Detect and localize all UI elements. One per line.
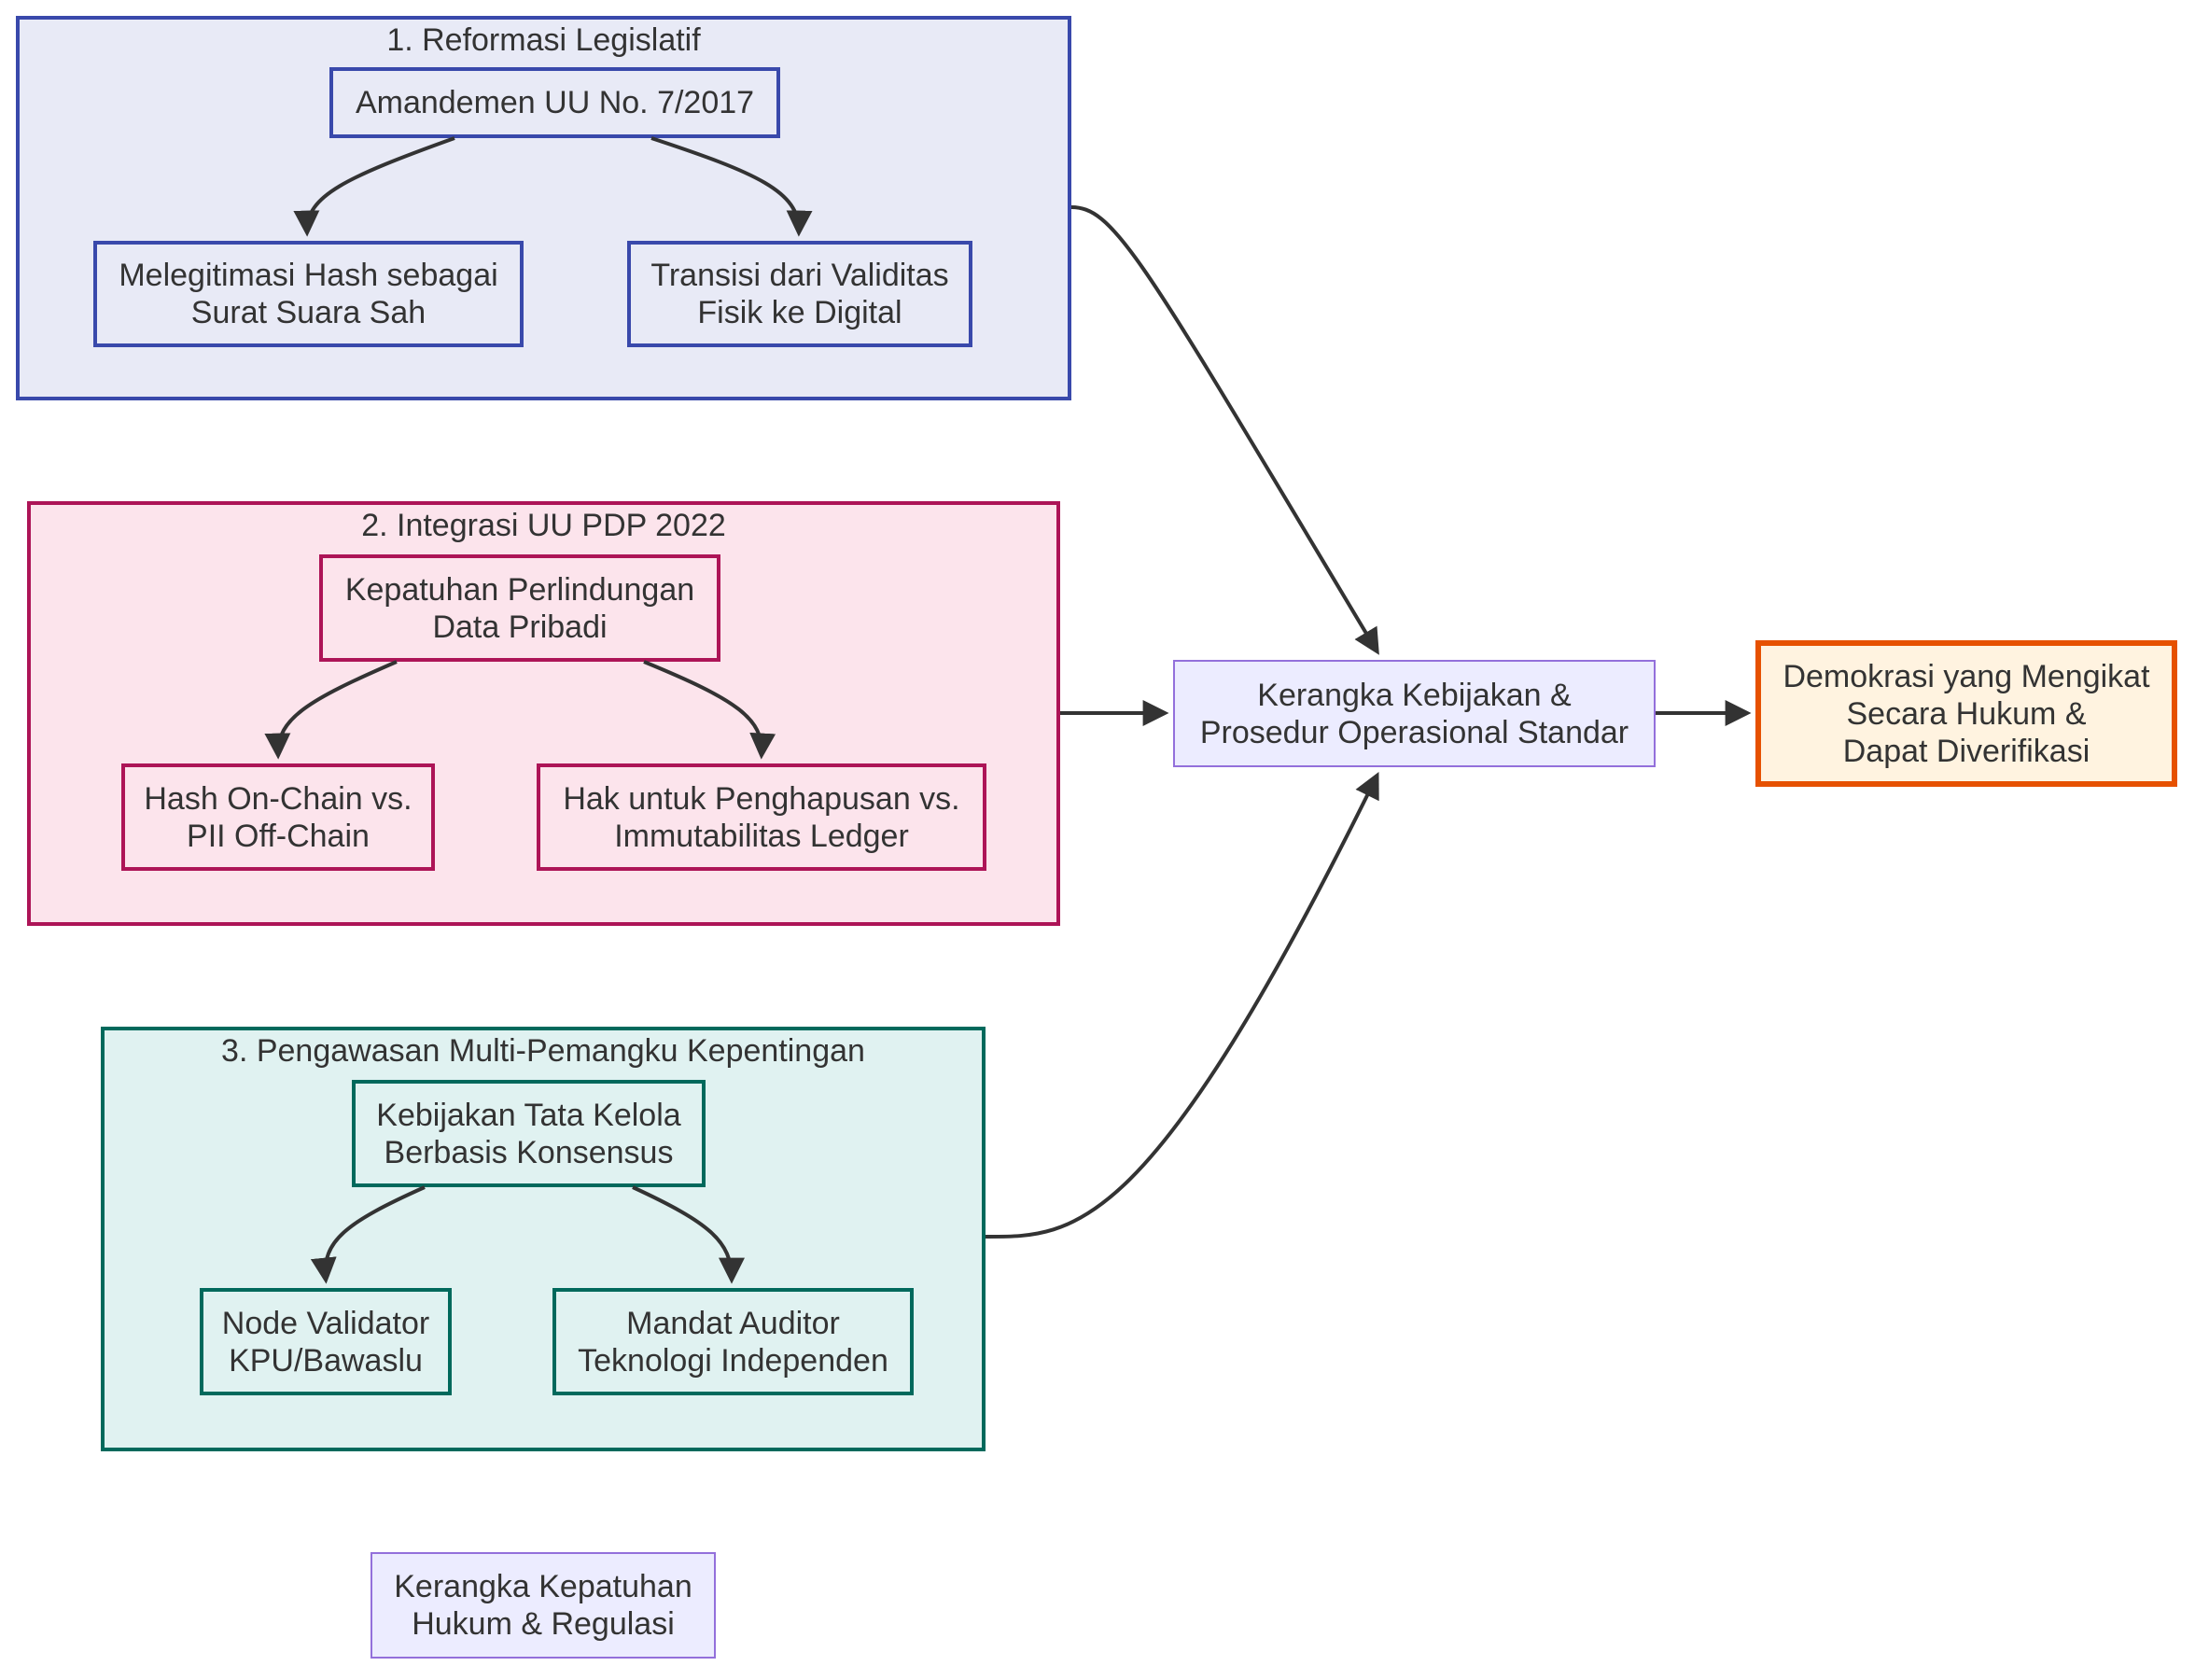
node-outcome-democracy: Demokrasi yang Mengikat Secara Hukum & D… (1755, 640, 2177, 787)
node-validator-kpu-bawaslu: Node Validator KPU/Bawaslu (200, 1288, 452, 1395)
node-legal-compliance-framework: Kerangka Kepatuhan Hukum & Regulasi (370, 1552, 716, 1659)
group-multistakeholder-oversight: 3. Pengawasan Multi-Pemangku Kepentingan (101, 1027, 986, 1451)
node-onchain-offchain: Hash On-Chain vs. PII Off-Chain (121, 763, 435, 871)
node-consensus-governance: Kebijakan Tata Kelola Berbasis Konsensus (352, 1080, 706, 1187)
edge-legislative-to-policy (1070, 205, 1379, 655)
node-hash-legitimacy: Melegitimasi Hash sebagai Surat Suara Sa… (93, 241, 524, 347)
group-legislative-reform: 1. Reformasi Legislatif (16, 16, 1071, 400)
group-title: 1. Reformasi Legislatif (386, 22, 701, 58)
node-data-protection-compliance: Kepatuhan Perlindungan Data Pribadi (319, 554, 720, 662)
node-amendment-law: Amandemen UU No. 7/2017 (329, 67, 780, 138)
group-title: 2. Integrasi UU PDP 2022 (361, 508, 726, 543)
node-policy-framework: Kerangka Kebijakan & Prosedur Operasiona… (1173, 660, 1656, 767)
group-pdp-integration: 2. Integrasi UU PDP 2022 (27, 501, 1060, 926)
node-independent-auditor: Mandat Auditor Teknologi Independen (552, 1288, 914, 1395)
node-erasure-immutability: Hak untuk Penghapusan vs. Immutabilitas … (537, 763, 986, 871)
group-title: 3. Pengawasan Multi-Pemangku Kepentingan (221, 1033, 865, 1069)
node-validity-transition: Transisi dari Validitas Fisik ke Digital (627, 241, 972, 347)
